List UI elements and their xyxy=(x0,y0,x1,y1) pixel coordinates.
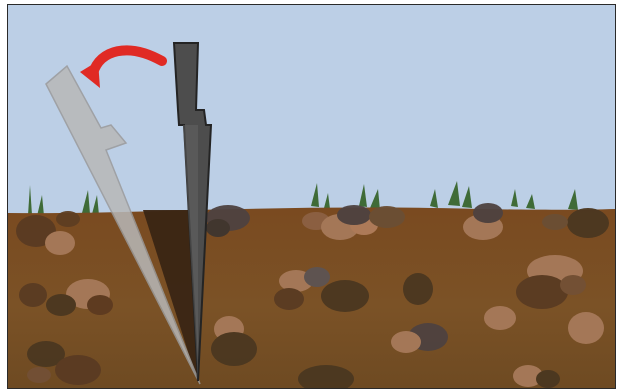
illustration-frame xyxy=(7,4,616,389)
stake-ghost-icon xyxy=(45,64,201,385)
grass-tufts xyxy=(28,181,578,216)
curved-arrow-icon xyxy=(80,45,167,88)
stake-icon xyxy=(172,42,213,382)
soil-stake-illustration xyxy=(8,5,615,388)
soil-rocks xyxy=(16,203,609,388)
